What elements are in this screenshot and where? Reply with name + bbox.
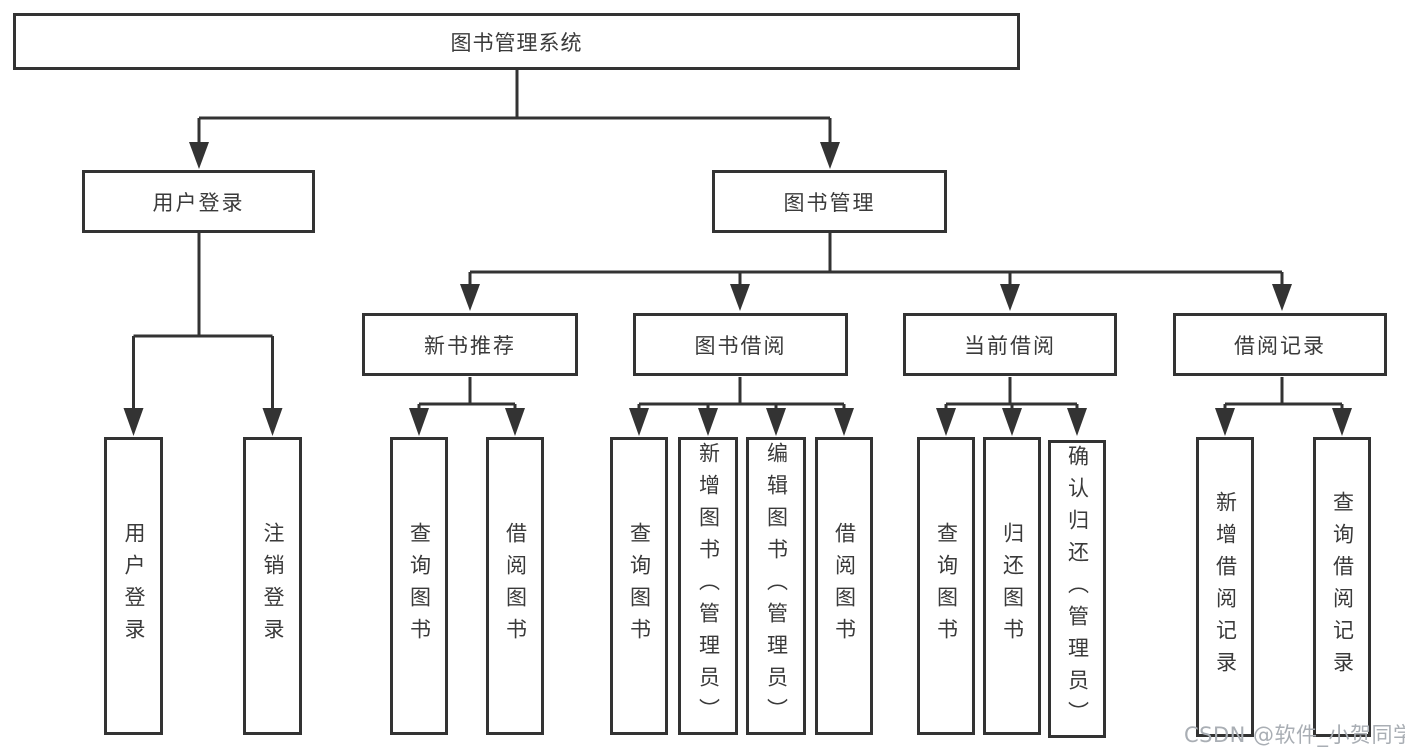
arrow-down-icon	[730, 284, 750, 311]
leaf-label: 查询图书	[407, 522, 432, 650]
node-user-login: 用户登录	[82, 170, 315, 233]
arrow-down-icon	[262, 408, 283, 436]
leaf-label: 查询图书	[934, 522, 959, 650]
node-root: 图书管理系统	[13, 13, 1020, 70]
watermark: CSDN @软件_小贺同学	[1184, 723, 1405, 747]
leaf-logout: 注销登录	[243, 437, 302, 735]
arrow-down-icon	[460, 284, 480, 311]
node-new-book-recommend: 新书推荐	[362, 313, 578, 376]
leaf-recommend-borrow-books: 借阅图书	[486, 437, 544, 735]
node-book-borrow: 图书借阅	[633, 313, 848, 376]
arrow-down-icon	[1067, 408, 1087, 436]
arrow-down-icon	[505, 408, 525, 436]
leaf-label: 借阅图书	[503, 522, 528, 650]
arrow-down-icon	[629, 408, 649, 436]
arrow-down-icon	[1002, 408, 1022, 436]
leaf-user-login: 用户登录	[104, 437, 163, 735]
leaf-label: 查询图书	[627, 522, 652, 650]
node-current-borrow-label: 当前借阅	[964, 333, 1056, 358]
leaf-label: 借阅图书	[832, 522, 857, 650]
node-borrow-records: 借阅记录	[1173, 313, 1387, 376]
leaf-add-books-admin: 新增图书（管理员）	[678, 437, 738, 735]
leaf-label: 新增借阅记录	[1213, 491, 1238, 683]
leaf-add-borrow-record: 新增借阅记录	[1196, 437, 1254, 737]
arrow-down-icon	[834, 408, 854, 436]
leaf-label: 查询借阅记录	[1330, 491, 1355, 683]
arrow-down-icon	[820, 142, 840, 169]
leaf-current-query-books: 查询图书	[917, 437, 975, 735]
arrow-down-icon	[936, 408, 956, 436]
node-user-login-label: 用户登录	[152, 190, 245, 215]
node-current-borrow: 当前借阅	[903, 313, 1117, 376]
leaf-confirm-return-admin: 确认归还（管理员）	[1048, 440, 1106, 738]
node-new-book-recommend-label: 新书推荐	[424, 333, 516, 358]
node-book-management-label: 图书管理	[783, 190, 876, 215]
leaf-recommend-query-books: 查询图书	[390, 437, 448, 735]
leaf-user-login-label: 用户登录	[122, 522, 146, 650]
leaf-label: 新增图书（管理员）	[696, 442, 721, 730]
leaf-edit-books-admin: 编辑图书（管理员）	[746, 437, 806, 735]
arrow-down-icon	[1000, 284, 1020, 311]
leaf-query-borrow-record: 查询借阅记录	[1313, 437, 1371, 737]
leaf-borrow-query-books: 查询图书	[610, 437, 668, 735]
leaf-logout-label: 注销登录	[261, 522, 285, 650]
arrow-down-icon	[1332, 408, 1352, 436]
arrow-down-icon	[766, 408, 786, 436]
leaf-label: 编辑图书（管理员）	[764, 442, 789, 730]
node-borrow-records-label: 借阅记录	[1234, 333, 1326, 358]
arrow-down-icon	[698, 408, 718, 436]
node-book-management: 图书管理	[712, 170, 947, 233]
arrow-down-icon	[1215, 408, 1235, 436]
leaf-borrow-books: 借阅图书	[815, 437, 873, 735]
arrow-down-icon	[409, 408, 429, 436]
leaf-label: 归还图书	[1000, 522, 1025, 650]
arrow-down-icon	[189, 142, 209, 169]
arrow-down-icon	[123, 408, 144, 436]
arrow-down-icon	[1272, 284, 1292, 311]
leaf-label: 确认归还（管理员）	[1065, 445, 1090, 733]
node-book-borrow-label: 图书借阅	[694, 333, 787, 358]
node-root-label: 图书管理系统	[450, 30, 583, 55]
leaf-return-books: 归还图书	[983, 437, 1041, 735]
